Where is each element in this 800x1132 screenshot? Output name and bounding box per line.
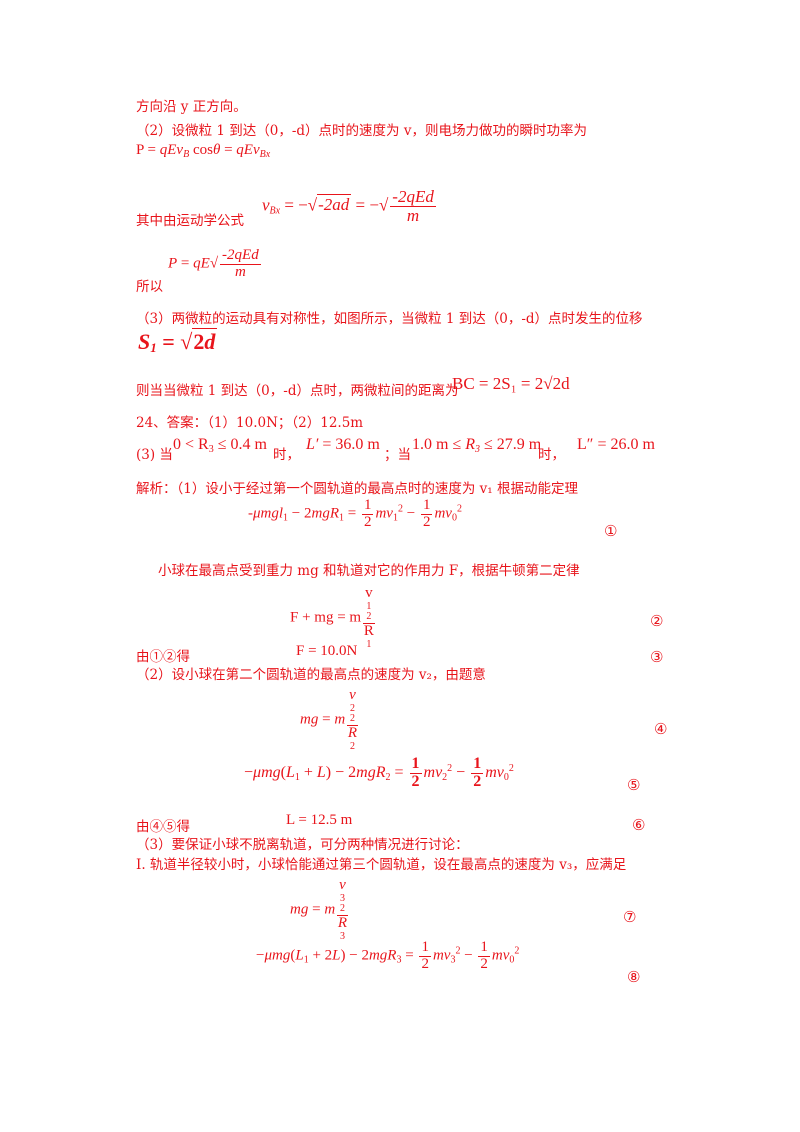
text-line: 则当当微粒 1 到达（0，-d）点时，两微粒间的距离为 — [136, 383, 459, 399]
text-line: 所以 — [136, 279, 163, 295]
text-line: （3）要保证小球不脱离轨道，可分两种情况进行讨论： — [136, 837, 469, 853]
text-line: （2）设小球在第二个圆轨道的最高点的速度为 v₂，由题意 — [136, 667, 486, 683]
text-line: 方向沿 y 正方向。 — [136, 99, 247, 115]
equation-r3-range1: 0 < R3 ≤ 0.4 m — [173, 436, 267, 455]
text-line: （2）设微粒 1 到达（0，-d）点时的速度为 v，则电场力做功的瞬时功率为 — [136, 123, 587, 139]
equation-f-result: F = 10.0N — [296, 643, 358, 659]
equation-marker: ⑤ — [627, 776, 641, 794]
text-line: Ⅰ. 轨道半径较小时，小球恰能通过第三个圆轨道，设在最高点的速度为 v₃，应满足 — [136, 857, 627, 873]
text-line: ；当 — [384, 447, 411, 463]
equation-bc: BC = 2S₁ = 2√2d — [452, 374, 570, 393]
text-line: 解析：（1）设小于经过第一个圆轨道的最高点时的速度为 v₁ 根据动能定理 — [136, 481, 578, 497]
equation-l-result: L = 12.5 m — [286, 812, 353, 828]
equation-marker: ③ — [650, 648, 664, 666]
text-line: 其中由运动学公式 — [136, 213, 244, 229]
text-line: 时， — [538, 447, 565, 463]
equation-l-prime: L′ = 36.0 m — [306, 436, 380, 453]
equation-marker: ⑧ — [627, 968, 641, 986]
equation-marker: ⑥ — [632, 816, 646, 834]
equation-r3-range2: 1.0 m ≤ R3 ≤ 27.9 m — [412, 436, 542, 455]
text-line: (3) 当 — [136, 447, 173, 463]
equation-marker: ① — [604, 522, 618, 540]
text-line: 由①②得 — [136, 649, 190, 665]
text-line: 由④⑤得 — [136, 819, 190, 835]
equation-s1: S1 = √2d — [138, 328, 218, 355]
text-line: 24、答案：（1）10.0N；（2）12.5m — [136, 415, 364, 431]
equation-marker: ② — [650, 612, 664, 630]
equation-marker: ④ — [654, 720, 668, 738]
equation-marker: ⑦ — [623, 908, 637, 926]
equation-power: P = qEvB cosθ = qEvBx — [136, 142, 271, 160]
text-line: （3）两微粒的运动具有对称性，如图所示，当微粒 1 到达（0，-d）点时发生的位… — [136, 311, 643, 327]
text-line: 小球在最高点受到重力 mg 和轨道对它的作用力 F，根据牛顿第二定律 — [158, 563, 580, 579]
text-line: 时， — [273, 447, 300, 463]
equation-l-double-prime: L″ = 26.0 m — [577, 436, 655, 453]
